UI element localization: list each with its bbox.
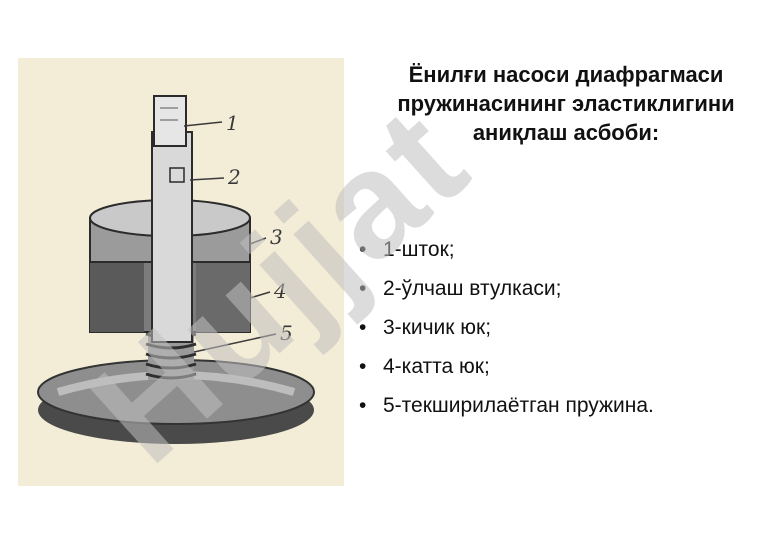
bullet-icon: •: [359, 238, 367, 261]
large-weight-left: [90, 258, 144, 332]
large-weight-right: [196, 258, 250, 332]
bullet-icon: •: [359, 277, 367, 300]
list-item-text: 1-шток;: [383, 238, 455, 261]
callout-label: 4: [273, 279, 287, 303]
callout-label: 1: [226, 111, 239, 135]
slide-title: Ёнилғи насоси диафрагмаси пружинасининг …: [397, 62, 735, 145]
list-item-text: 4-катта юк;: [383, 355, 490, 378]
list-item-text: 3-кичик юк;: [383, 316, 492, 339]
list-item-text: 2-ўлчаш втулкаси;: [383, 277, 562, 300]
callout-label: 5: [280, 321, 293, 345]
rod: [153, 95, 187, 147]
list-item: • 4-катта юк;: [357, 353, 757, 381]
spring-coils: [145, 332, 197, 380]
list-item: • 5-текширилаётган пружина.: [357, 392, 757, 420]
list-item: • 2-ўлчаш втулкаси;: [357, 275, 757, 303]
measuring-sleeve: [151, 131, 193, 343]
bullet-icon: •: [359, 355, 367, 378]
sleeve-mark: [169, 167, 185, 183]
callout-label: 3: [270, 225, 283, 249]
bullet-icon: •: [359, 394, 367, 417]
list-item-text: 5-текширилаётган пружина.: [383, 394, 654, 417]
bullet-list: • 1-шток; • 2-ўлчаш втулкаси; • 3-кичик юк;…: [357, 236, 757, 431]
device-drawing: 1 2 3 4 5: [37, 95, 315, 444]
device-illustration: 1 2 3 4 5: [18, 58, 344, 486]
bullet-icon: •: [359, 316, 367, 339]
callout-label: 2: [227, 165, 241, 189]
list-item: • 1-шток;: [357, 236, 757, 264]
callout-lines: [183, 121, 277, 353]
list-item: • 3-кичик юк;: [357, 314, 757, 342]
